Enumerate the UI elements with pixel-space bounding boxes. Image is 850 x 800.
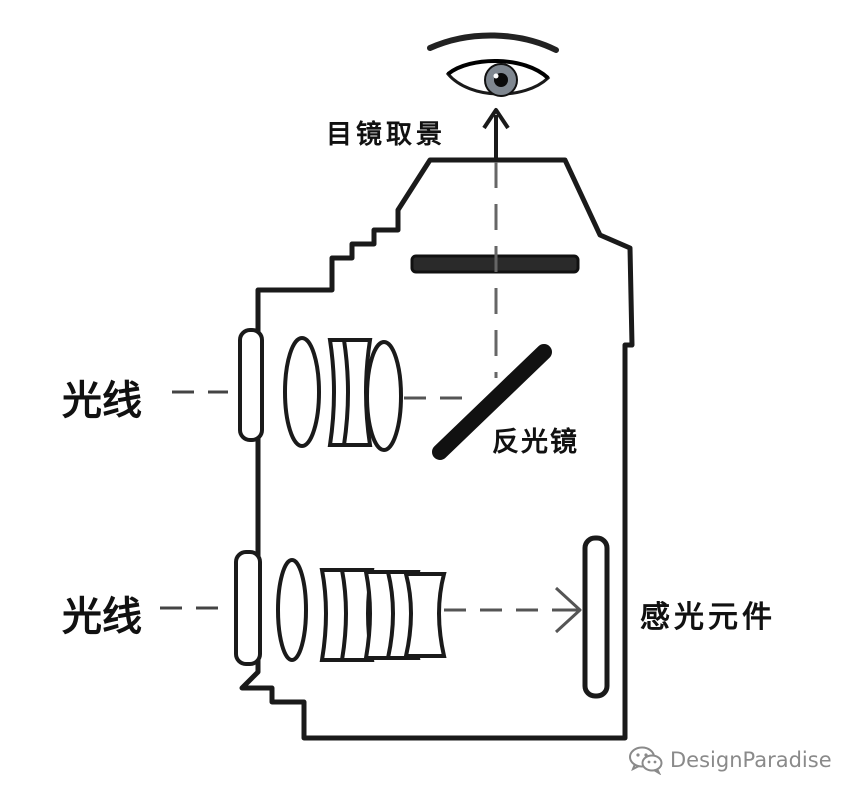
watermark: DesignParadise [628, 744, 832, 776]
eyepiece-label: 目镜取景 [326, 120, 447, 150]
viewfinder-arrow [482, 108, 510, 162]
top-lens-group [238, 328, 403, 452]
sensor-label: 感光元件 [640, 600, 776, 635]
top-light-path [172, 390, 470, 400]
wechat-icon [629, 746, 663, 775]
eye-icon [427, 32, 559, 97]
image-sensor [582, 535, 610, 699]
bottom-light-path [160, 586, 582, 634]
reflex-mirror-label: 反光镜 [492, 427, 579, 458]
reflex-mirror [432, 344, 552, 460]
bottom-lens-group [234, 550, 447, 666]
camera-body-outline [239, 157, 635, 741]
light-label-top: 光线 [62, 377, 142, 424]
watermark-text: DesignParadise [670, 748, 832, 772]
light-label-bottom: 光线 [62, 593, 142, 640]
